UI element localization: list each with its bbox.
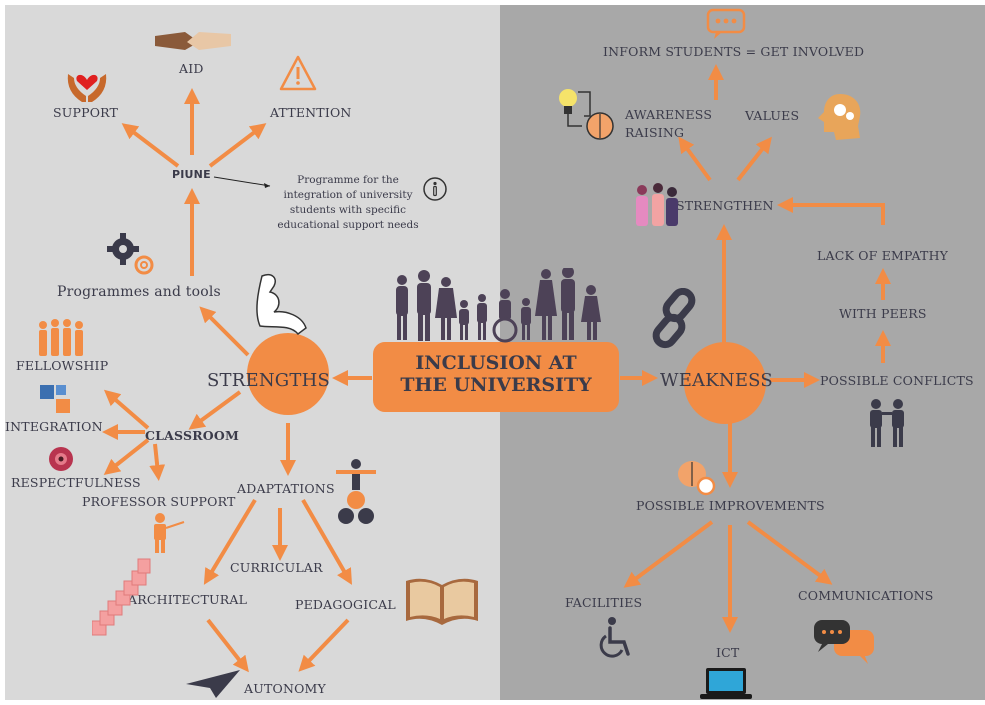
chat-bubble-icon bbox=[706, 8, 746, 39]
weakness-label: WEAKNESS bbox=[660, 370, 773, 391]
respectfulness-label: RESPECTFULNESS bbox=[11, 475, 141, 490]
gears-icon bbox=[107, 233, 154, 275]
flexed-arm-icon bbox=[256, 274, 307, 336]
stairs-icon bbox=[92, 558, 151, 636]
with-peers-label: WITH PEERS bbox=[839, 306, 927, 321]
balance-figure-icon bbox=[336, 459, 376, 524]
paper-plane-icon bbox=[186, 670, 240, 698]
chain-link-icon bbox=[652, 288, 696, 349]
support-label: SUPPORT bbox=[53, 105, 119, 120]
awareness-label-line2: RAISING bbox=[625, 125, 685, 140]
chat-bubbles-icon bbox=[814, 620, 874, 664]
brain-clock-icon bbox=[678, 461, 716, 496]
lightbulb-brain-icon bbox=[559, 89, 614, 140]
piune-note: Programme for the integration of univers… bbox=[277, 174, 419, 231]
team-people-icon bbox=[39, 319, 83, 356]
communications-label: COMMUNICATIONS bbox=[798, 588, 934, 603]
handshake-icon bbox=[155, 32, 231, 50]
book-icon bbox=[406, 578, 478, 625]
puzzle-icon bbox=[40, 385, 70, 413]
weakness-circle bbox=[684, 342, 766, 424]
curricular-label: CURRICULAR bbox=[230, 560, 323, 575]
programmes-tools-label: Programmes and tools bbox=[57, 284, 221, 300]
warning-triangle-icon bbox=[279, 55, 317, 91]
strengths-label: STRENGTHS bbox=[207, 370, 330, 391]
facilities-label: FACILITIES bbox=[565, 595, 643, 610]
wheelchair-icon bbox=[599, 617, 630, 658]
laptop-icon bbox=[700, 668, 752, 699]
center-title-line1: INCLUSION AT bbox=[415, 352, 577, 374]
attention-label: ATTENTION bbox=[270, 105, 352, 120]
awareness-label-line1: AWARENESS bbox=[625, 107, 713, 122]
fellowship-label: FELLOWSHIP bbox=[16, 358, 109, 373]
classroom-label: CLASSROOM bbox=[145, 428, 240, 443]
heart-hands-icon bbox=[67, 74, 107, 102]
family-silhouette-icon bbox=[396, 268, 601, 343]
strengths-circle bbox=[247, 333, 329, 415]
center-box bbox=[373, 342, 619, 412]
head-gears-icon bbox=[818, 94, 861, 140]
adaptations-label: ADAPTATIONS bbox=[237, 481, 335, 496]
info-icon bbox=[423, 177, 447, 201]
pedagogical-label: PEDAGOGICAL bbox=[295, 597, 396, 612]
teacher-icon bbox=[154, 513, 185, 553]
women-group-icon bbox=[636, 183, 678, 226]
integration-label: INTEGRATION bbox=[5, 419, 103, 434]
values-label: VALUES bbox=[745, 108, 800, 123]
ict-label: ICT bbox=[716, 645, 740, 660]
autonomy-label: AUTONOMY bbox=[244, 681, 326, 696]
center-title-line2: THE UNIVERSITY bbox=[400, 374, 592, 396]
arguing-people-icon bbox=[870, 399, 904, 447]
aid-label: AID bbox=[179, 61, 204, 76]
possible-conflicts-label: POSSIBLE CONFLICTS bbox=[820, 373, 974, 388]
inform-label: INFORM STUDENTS = GET INVOLVED bbox=[603, 44, 865, 59]
professor-support-label: PROFESSOR SUPPORT bbox=[82, 494, 236, 509]
strengthen-label: STRENGTHEN bbox=[676, 198, 774, 213]
architectural-label: ARCHITECTURAL bbox=[128, 592, 248, 607]
piune-label: PIUNE bbox=[172, 168, 211, 181]
lack-empathy-label: LACK OF EMPATHY bbox=[817, 248, 949, 263]
flower-icon bbox=[49, 447, 73, 471]
possible-improvements-label: POSSIBLE IMPROVEMENTS bbox=[636, 498, 825, 513]
center-title: INCLUSION AT THE UNIVERSITY bbox=[373, 352, 619, 396]
